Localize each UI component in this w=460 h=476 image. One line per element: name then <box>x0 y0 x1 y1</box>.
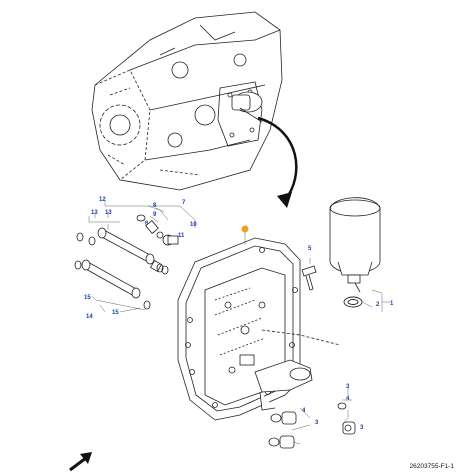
direction-arrow-icon <box>69 452 92 472</box>
callout-13-b: 13 <box>105 210 112 216</box>
callout-3-b: 3 <box>360 425 364 431</box>
leader-lines <box>279 258 390 445</box>
o-rings <box>74 232 169 310</box>
assembly-arrow <box>257 116 298 208</box>
highlight-dot-icon <box>241 225 249 245</box>
callout-7: 7 <box>182 200 186 206</box>
callout-4-a: 4 <box>346 396 350 402</box>
callout-6: 6 <box>145 221 149 227</box>
callout-11: 11 <box>178 233 185 239</box>
callout-3-c: 3 <box>315 420 319 426</box>
transmission-housing <box>91 11 283 191</box>
callout-8: 8 <box>153 203 157 209</box>
housing-accumulator <box>231 91 263 123</box>
callout-9: 9 <box>153 212 157 218</box>
bolt-part-5 <box>301 265 317 291</box>
plug-fittings <box>268 402 356 449</box>
callout-13-a: 13 <box>91 210 98 216</box>
callout-5: 5 <box>308 246 312 252</box>
callout-15-a: 15 <box>84 295 91 301</box>
figure-reference-code: 26203755-F1-1 <box>409 463 454 470</box>
callout-14: 14 <box>86 314 93 320</box>
accumulator-seal <box>343 296 363 308</box>
accumulator <box>329 197 381 293</box>
callout-2: 2 <box>376 302 380 308</box>
callout-1: 1 <box>390 301 394 307</box>
callout-12: 12 <box>99 197 106 203</box>
callout-3-a: 3 <box>346 384 350 390</box>
lever-assembly <box>254 359 313 411</box>
callout-10: 10 <box>190 222 197 228</box>
shaft-upper <box>97 227 163 273</box>
callout-15-b: 15 <box>112 310 119 316</box>
gasket-plate <box>177 237 301 421</box>
shaft-lower <box>81 259 141 299</box>
left-leader-lines <box>88 200 196 313</box>
callout-4-b: 4 <box>302 408 306 414</box>
small-fittings-6-8-9-11 <box>136 214 179 246</box>
